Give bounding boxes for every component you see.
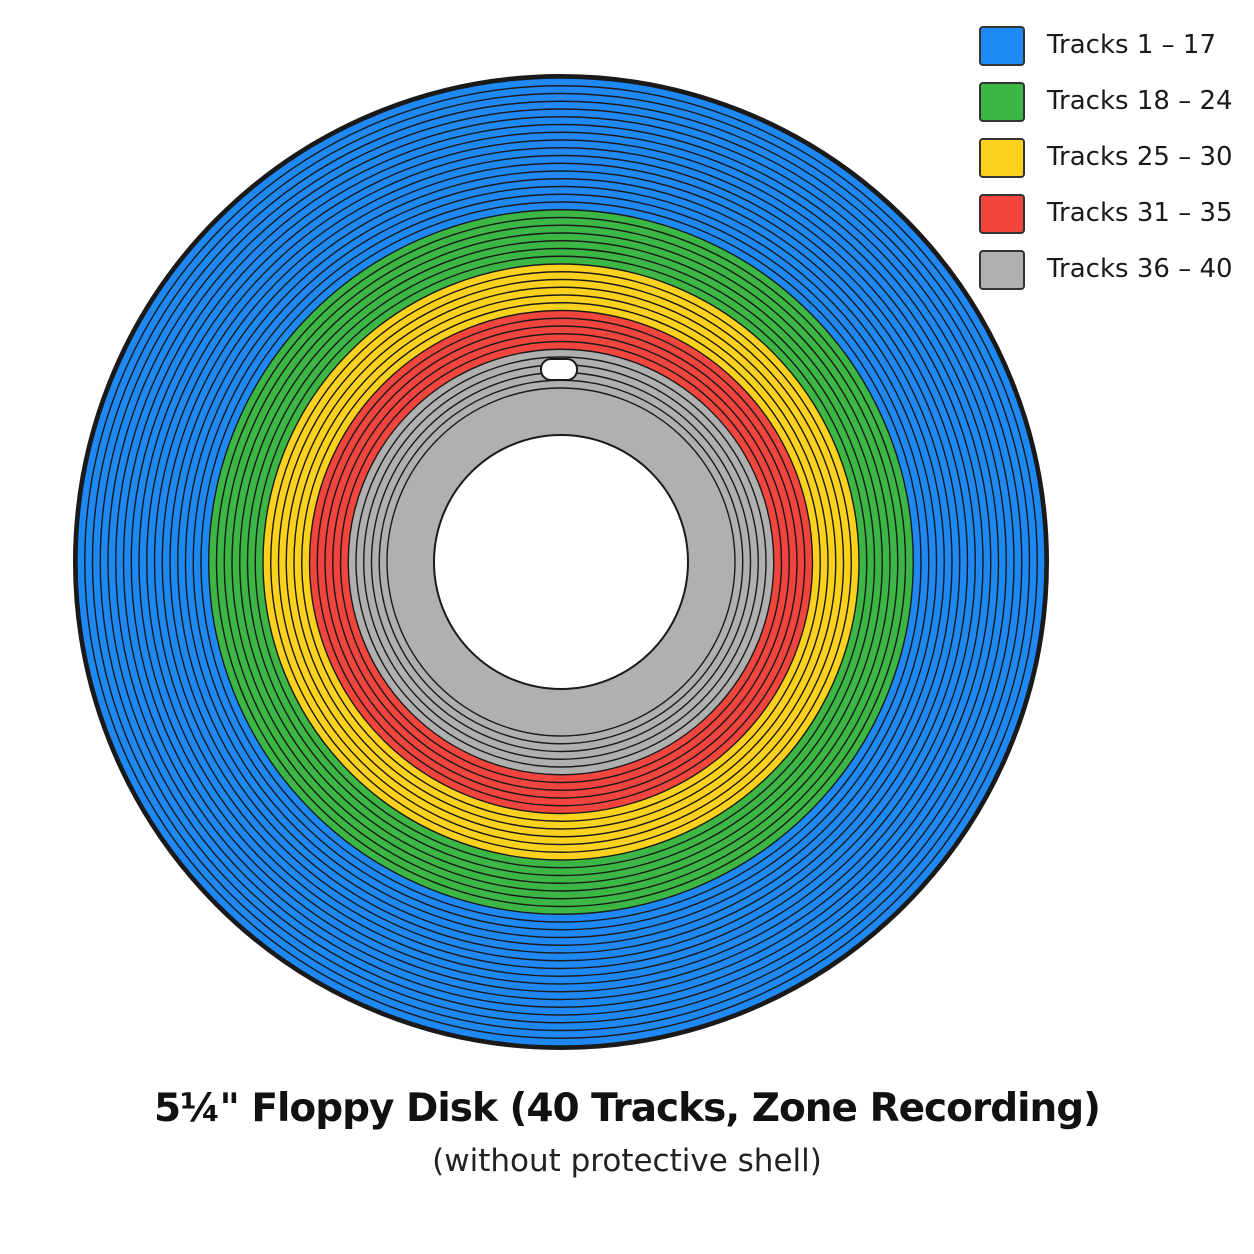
legend-item-zone-5: Tracks 36 – 40 — [978, 248, 1238, 292]
legend-label-zone-3: Tracks 25 – 30 — [1047, 142, 1233, 172]
center-hole — [433, 434, 689, 690]
diagram-title: 5¼" Floppy Disk (40 Tracks, Zone Recordi… — [154, 1086, 1101, 1131]
disk-track-rings — [73, 74, 1049, 1050]
legend-label-zone-5: Tracks 36 – 40 — [1047, 254, 1233, 284]
disk-holes — [433, 358, 689, 690]
legend-swatch-zone-4 — [979, 194, 1025, 234]
legend-swatch-zone-3 — [979, 138, 1025, 178]
legend-swatch-zone-2 — [979, 82, 1025, 122]
legend-label-zone-1: Tracks 1 – 17 — [1047, 30, 1216, 60]
index-hole — [540, 358, 578, 381]
disk-outer-rim — [73, 74, 1049, 1050]
legend-item-zone-3: Tracks 25 – 30 — [978, 136, 1238, 180]
legend-swatch-zone-5 — [979, 250, 1025, 290]
legend-label-zone-4: Tracks 31 – 35 — [1047, 198, 1233, 228]
legend-item-zone-2: Tracks 18 – 24 — [978, 80, 1238, 124]
diagram-subtitle: (without protective shell) — [432, 1143, 822, 1179]
legend-item-zone-1: Tracks 1 – 17 — [978, 24, 1238, 68]
legend-swatch-zone-1 — [979, 26, 1025, 66]
legend-label-zone-2: Tracks 18 – 24 — [1047, 86, 1233, 116]
legend-item-zone-4: Tracks 31 – 35 — [978, 192, 1238, 236]
